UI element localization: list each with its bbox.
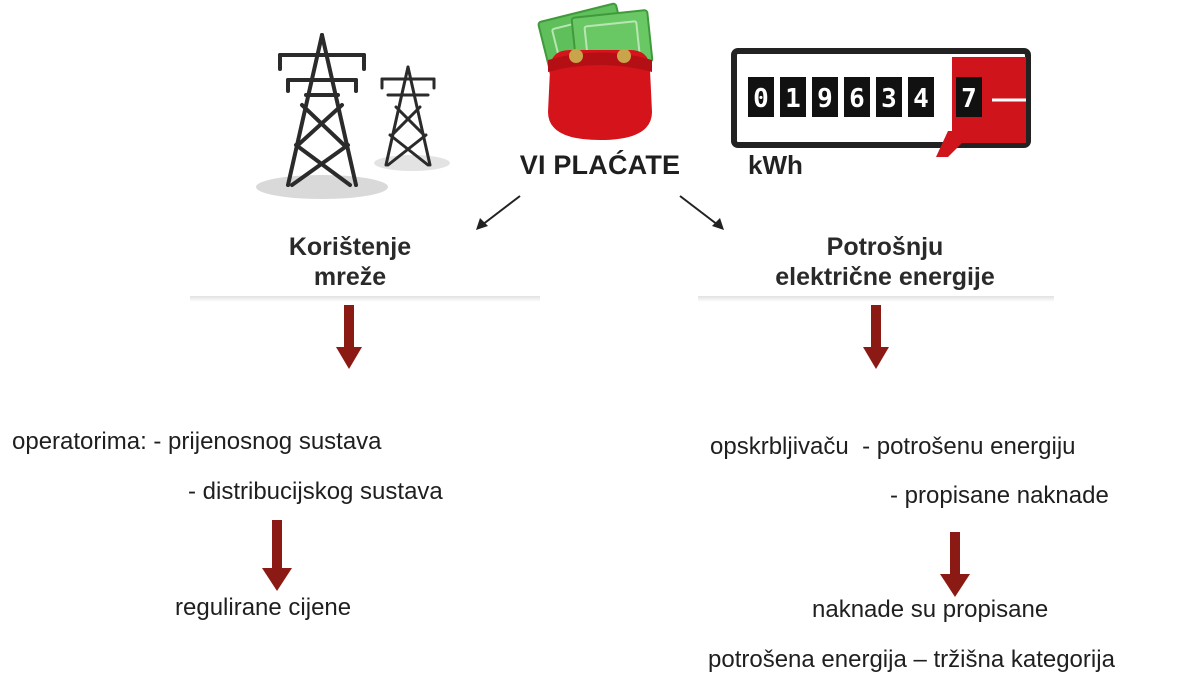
prescribed-fees-text: - propisane naknade [890, 482, 1109, 509]
meter-digit-6: 4 [913, 84, 929, 114]
down-arrow-icon [863, 305, 889, 369]
divider [698, 296, 1054, 302]
electricity-meter-icon: 0 1 9 6 3 4 7 [731, 48, 1031, 157]
operators-transmission-text: operatorima: - prijenosnog sustava [12, 428, 382, 455]
meter-unit-label: kWh [748, 150, 803, 180]
meter-digit-2: 1 [785, 84, 801, 114]
meter-digit-4: 6 [849, 84, 865, 114]
regulated-prices-text: regulirane cijene [175, 594, 352, 621]
divider [190, 296, 540, 302]
wallet-icon [537, 2, 654, 140]
you-pay-label: VI PLAĆATE [519, 150, 681, 180]
network-usage-heading: Korištenje mreže [288, 233, 412, 291]
meter-digits: 0 1 9 6 3 4 7 [748, 77, 982, 117]
supplier-energy-text: opskrbljivaču - potrošenu energiju [710, 433, 1076, 460]
arrow-to-consumption [679, 195, 724, 230]
energy-consumption-heading: Potrošnju električne energije [775, 233, 995, 291]
market-category-text: potrošena energija – tržišna kategorija [708, 646, 1115, 673]
transmission-towers-icon [256, 33, 450, 199]
arrow-to-network [476, 195, 521, 230]
meter-digit-3: 9 [817, 84, 833, 114]
down-arrow-icon [262, 520, 292, 591]
meter-digit-7: 7 [961, 84, 977, 114]
meter-digit-1: 0 [753, 84, 769, 114]
fees-prescribed-text: naknade su propisane [812, 596, 1049, 623]
down-arrow-icon [336, 305, 362, 369]
meter-digit-5: 3 [881, 84, 897, 114]
operators-distribution-text: - distribucijskog sustava [188, 478, 443, 505]
down-arrow-icon [940, 532, 970, 597]
